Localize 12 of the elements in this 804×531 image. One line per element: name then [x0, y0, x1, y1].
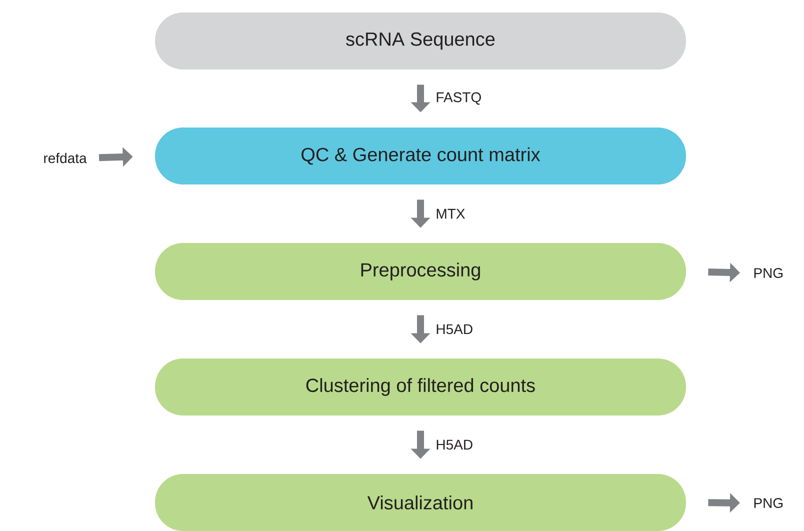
- data-label: PNG: [754, 498, 782, 508]
- process-box: QC & Generate count matrix: [155, 128, 686, 184]
- edge-label: H5AD: [436, 324, 472, 334]
- process-box: scRNA Sequence: [155, 12, 686, 70]
- edge-label: MTX: [436, 208, 465, 219]
- edge-label: FASTQ: [436, 92, 481, 105]
- data-label: refdata: [44, 152, 87, 164]
- process-box: Visualization: [155, 474, 686, 531]
- process-box: Clustering of filtered counts: [155, 358, 686, 416]
- data-label: PNG: [754, 268, 782, 278]
- edge-label: H5AD: [436, 440, 472, 450]
- process-box: Preprocessing: [155, 243, 686, 300]
